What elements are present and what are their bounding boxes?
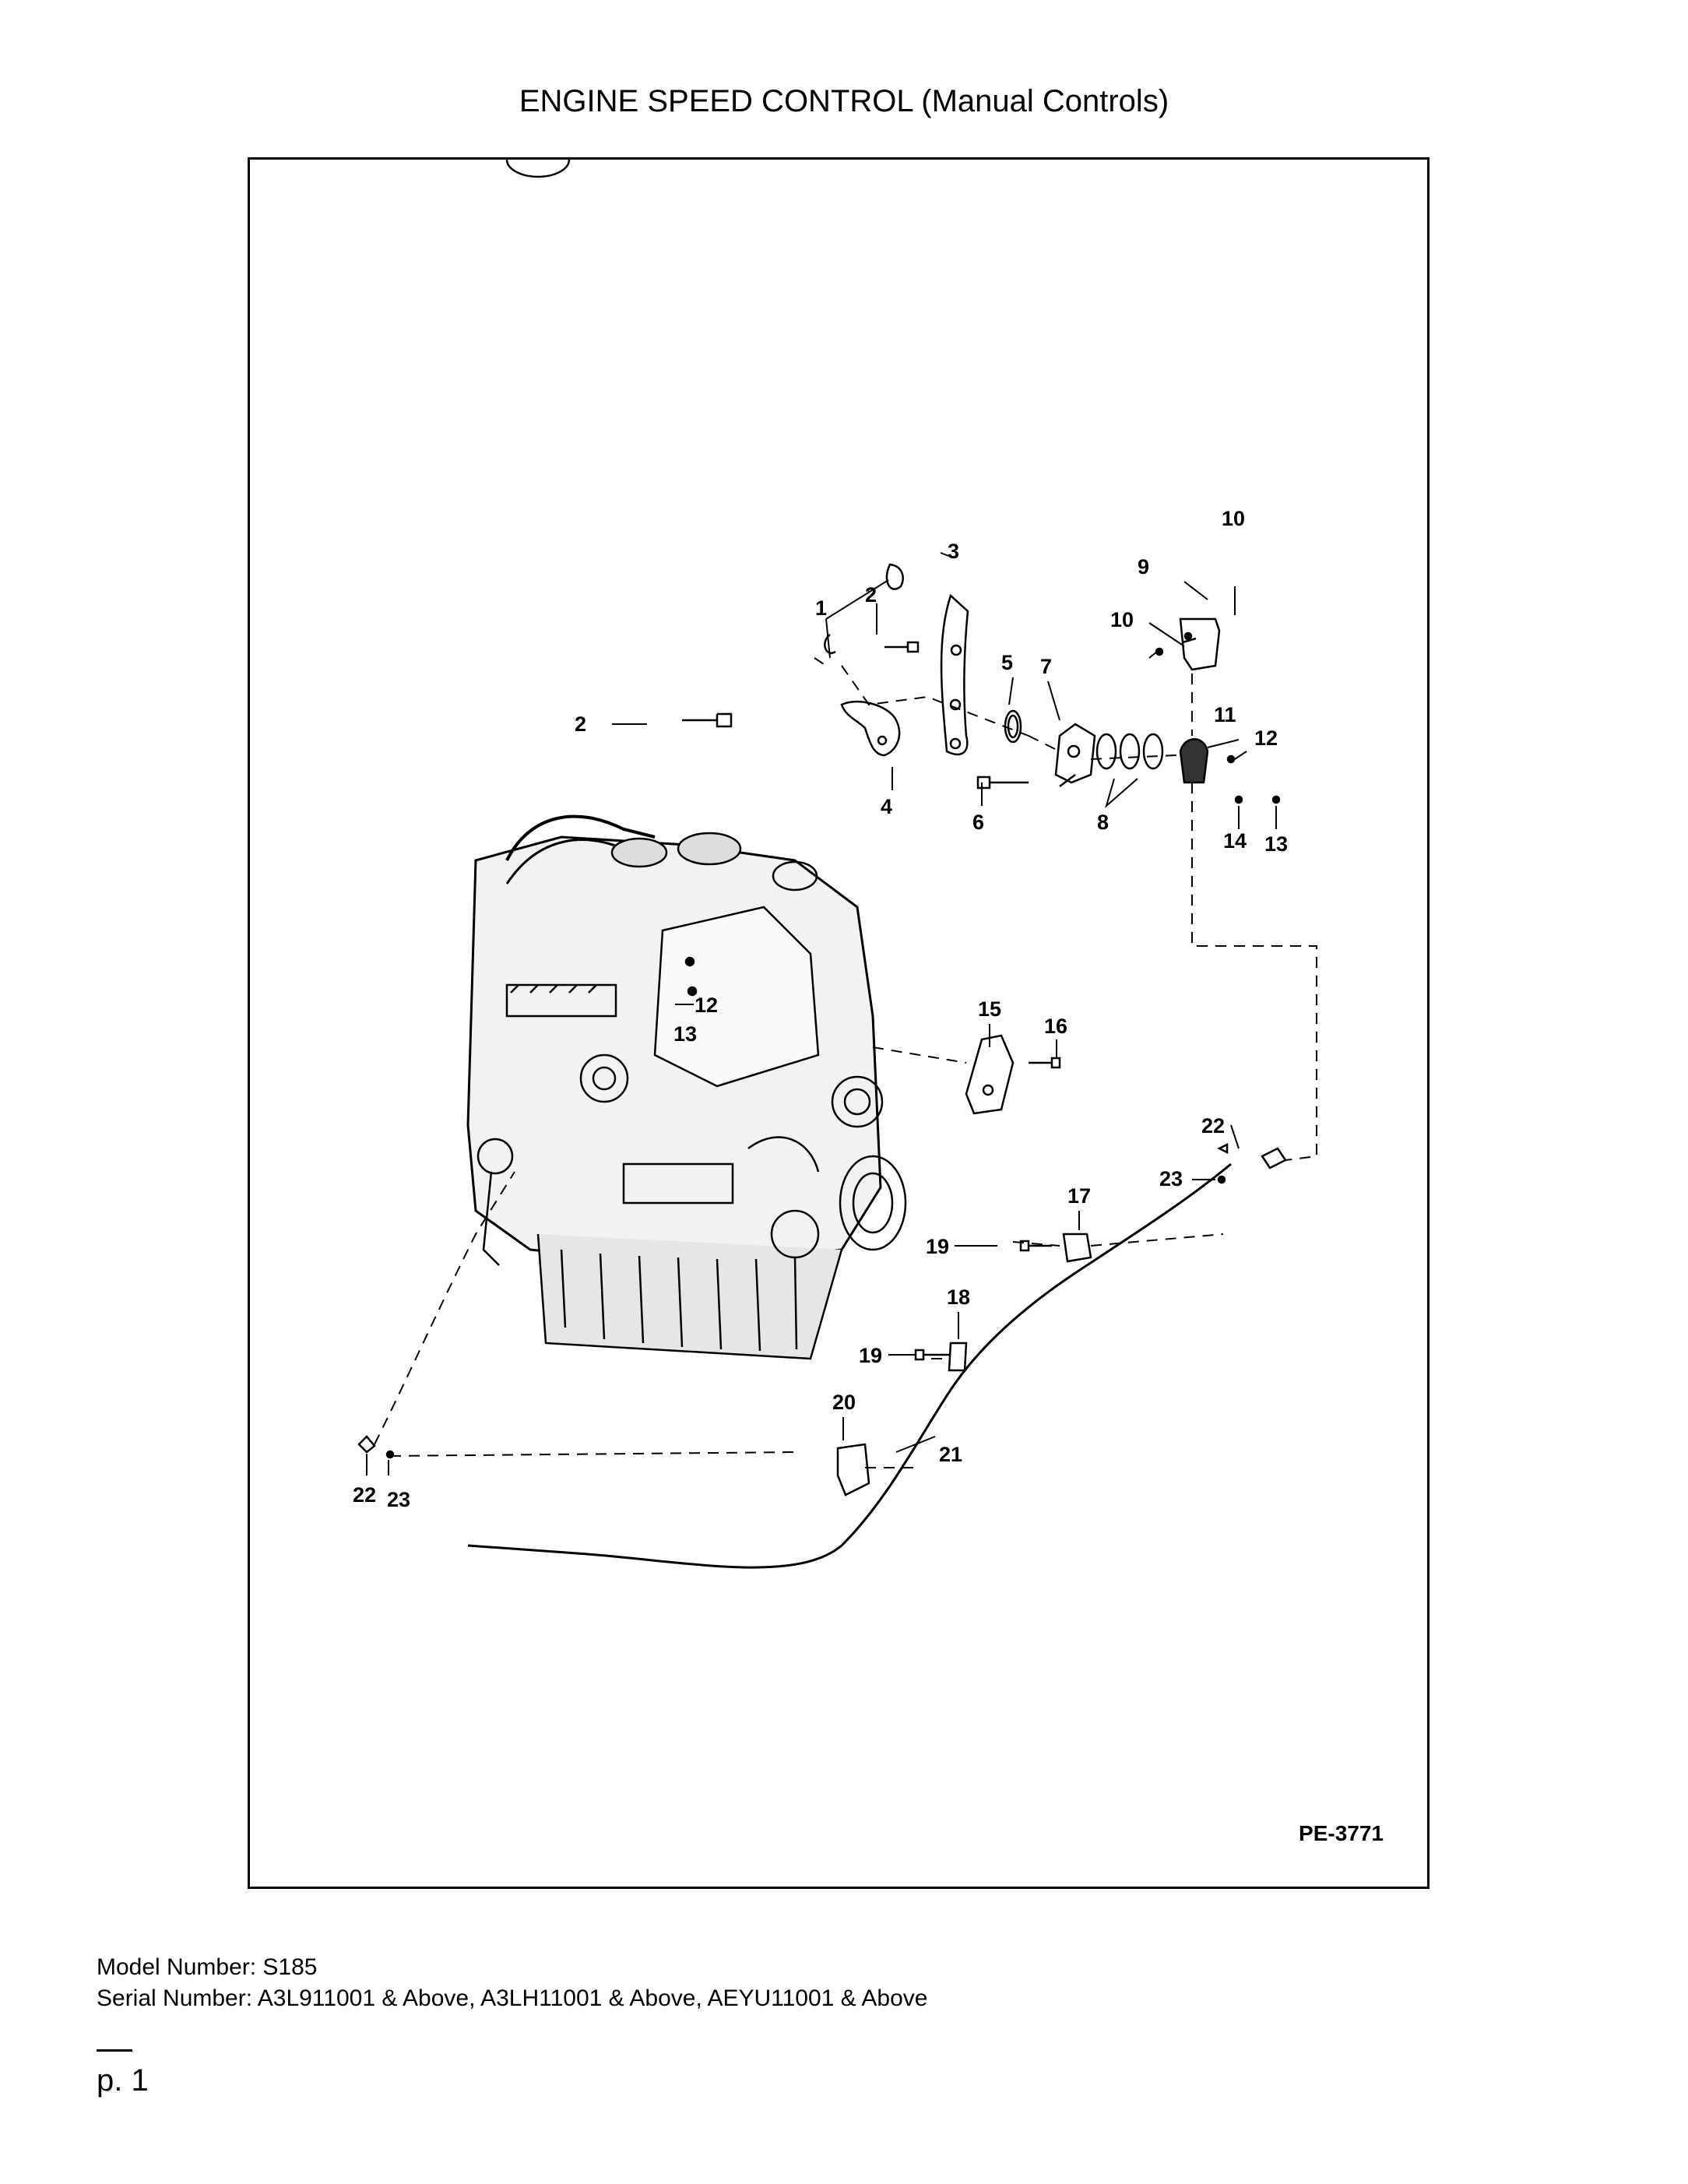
callout-9: 9: [1138, 555, 1149, 579]
small-hardware: [1155, 631, 1281, 804]
page-title: ENGINE SPEED CONTROL (Manual Controls): [519, 84, 1169, 118]
bolt-2: [682, 641, 920, 728]
callout-19: 19: [926, 1235, 949, 1258]
callout-12: 12: [695, 994, 718, 1017]
callout-2: 2: [865, 583, 877, 607]
callout-14: 14: [1223, 829, 1247, 853]
callout-5: 5: [1001, 651, 1013, 674]
plate-7: [1054, 723, 1096, 787]
callout-12: 12: [1254, 726, 1278, 750]
clamp-18: [948, 1342, 968, 1372]
cable-ends: [357, 1142, 1287, 1459]
callout-10: 10: [1110, 608, 1134, 631]
callout-23: 23: [387, 1488, 410, 1511]
callout-7: 7: [1040, 655, 1052, 678]
page-number: p. 1: [97, 2063, 149, 2098]
bolts-19: [914, 1240, 1052, 1361]
callout-19: 19: [859, 1344, 882, 1367]
callout-8: 8: [1097, 811, 1109, 834]
callout-17: 17: [1067, 1184, 1091, 1208]
guard-20: [836, 1443, 870, 1496]
model-number: Model Number: S185: [97, 1954, 318, 1980]
parts-illustration: 1 2 2 3 4 5 6 7 8 9 10 10 11 12 12 13 13…: [353, 160, 1317, 1569]
callout-1: 1: [815, 596, 827, 620]
callout-18: 18: [947, 1285, 970, 1309]
callout-15: 15: [978, 997, 1001, 1021]
lever-11: [1179, 738, 1209, 784]
lever-3: [885, 563, 969, 756]
callout-22: 22: [1201, 1114, 1225, 1138]
bracket-9: [1179, 617, 1221, 671]
callout-13: 13: [673, 1022, 697, 1046]
callout-4: 4: [881, 795, 892, 818]
callout-16: 16: [1044, 1015, 1067, 1038]
callout-2: 2: [575, 712, 586, 736]
figure-code: PE-3771: [1299, 1821, 1384, 1845]
callout-23: 23: [1159, 1167, 1183, 1190]
lever-4: [824, 634, 901, 757]
callout-22: 22: [353, 1483, 376, 1507]
bolt-6: [976, 775, 1029, 790]
cable-21: [467, 1162, 1232, 1569]
bolt-16: [1029, 1057, 1061, 1069]
callout-labels: 1 2 2 3 4 5 6 7 8 9 10 10 11 12 12 13 13…: [353, 507, 1288, 1511]
page-number-rule: [97, 2049, 132, 2052]
callout-6: 6: [972, 811, 984, 834]
callout-20: 20: [832, 1391, 856, 1414]
engine-illustration: [466, 160, 907, 1360]
clamp-17: [1062, 1233, 1092, 1263]
washers-8: [1095, 733, 1164, 770]
exploded-parts-diagram: 1 2 2 3 4 5 6 7 8 9 10 10 11 12 12 13 13…: [248, 157, 1430, 1889]
callout-3: 3: [948, 540, 959, 563]
callout-21: 21: [939, 1443, 962, 1466]
bracket-15: [965, 1034, 1015, 1115]
callout-10: 10: [1222, 507, 1245, 530]
washer-5: [1004, 709, 1022, 744]
serial-number: Serial Number: A3L911001 & Above, A3LH11…: [97, 1985, 928, 2011]
callout-13: 13: [1264, 832, 1288, 856]
callout-11: 11: [1214, 703, 1236, 726]
